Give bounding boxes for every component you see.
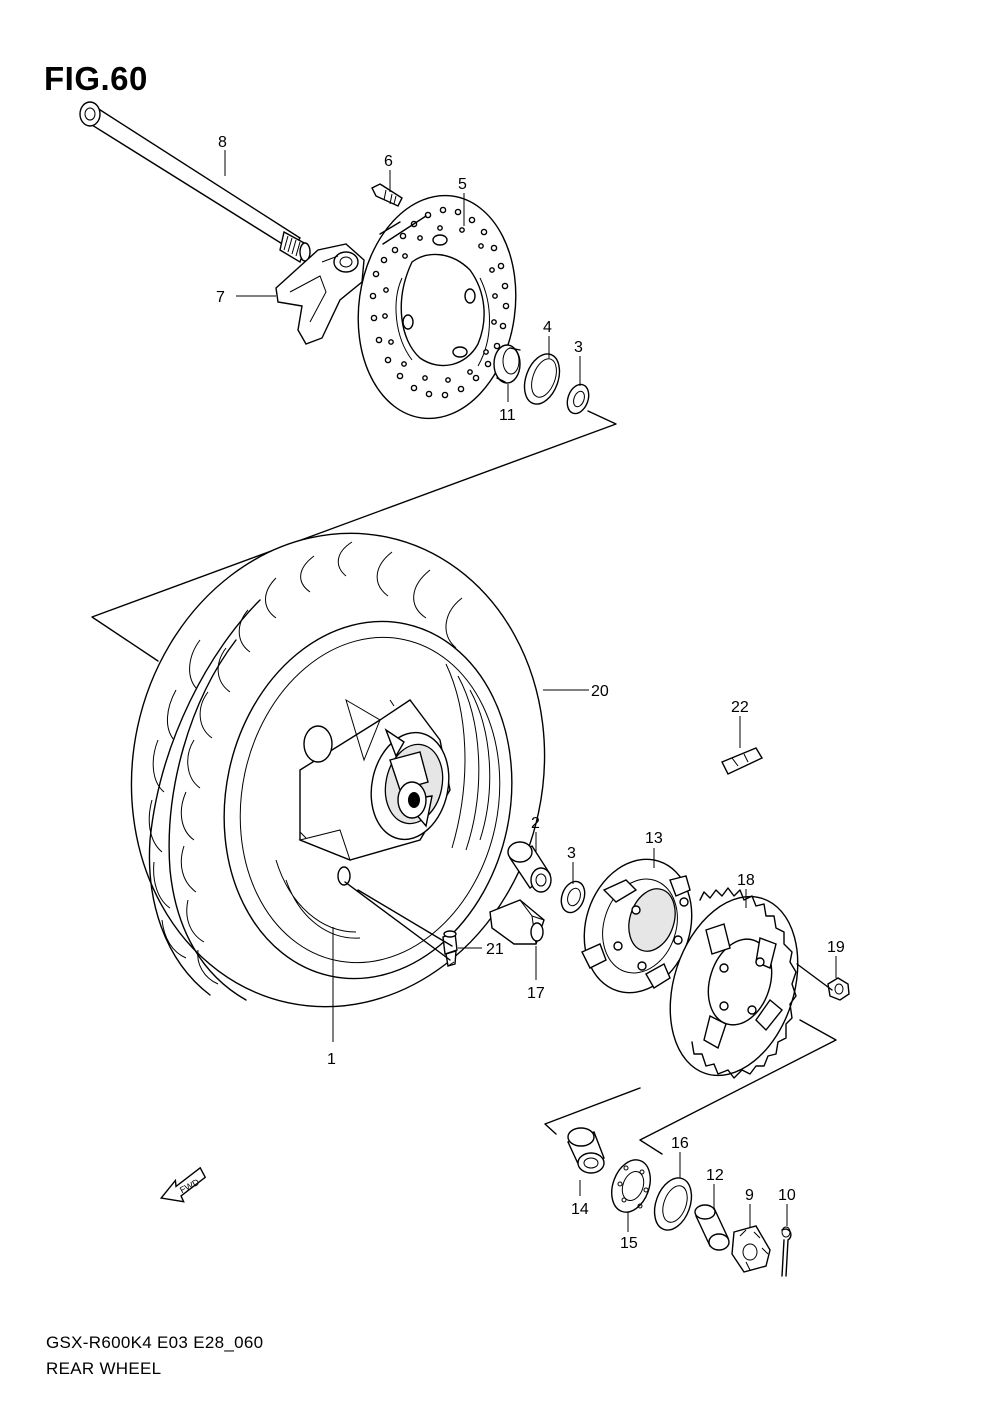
callout-17: 17 bbox=[527, 985, 545, 1002]
part-1-wheel-rim bbox=[223, 620, 513, 980]
callout-22: 22 bbox=[731, 699, 749, 716]
part-3-bearing-lower bbox=[560, 880, 586, 914]
part-21-air-valve bbox=[442, 930, 458, 967]
callout-16: 16 bbox=[671, 1135, 689, 1152]
part-6-disc-bolt bbox=[371, 183, 403, 207]
part-5-brake-disc bbox=[357, 194, 517, 420]
part-9-axle-nut bbox=[731, 1225, 771, 1273]
callout-11: 11 bbox=[499, 407, 516, 424]
callout-2: 2 bbox=[531, 815, 540, 832]
callout-12: 12 bbox=[706, 1167, 724, 1184]
callout-4: 4 bbox=[543, 319, 552, 336]
part-18-rear-sprocket bbox=[669, 887, 799, 1079]
callout-3-lower: 3 bbox=[567, 845, 576, 862]
model-code: GSX-R600K4 E03 E28_060 bbox=[46, 1333, 264, 1352]
callout-10: 10 bbox=[778, 1187, 796, 1204]
callout-20: 20 bbox=[591, 683, 609, 700]
callout-3-upper: 3 bbox=[574, 339, 583, 356]
callout-9: 9 bbox=[745, 1187, 754, 1204]
part-14-spacer bbox=[567, 1127, 605, 1174]
callout-21: 21 bbox=[486, 941, 504, 958]
part-8-axle bbox=[79, 101, 311, 264]
part-4-seal bbox=[523, 353, 561, 405]
part-22-balancer-weight bbox=[721, 747, 763, 775]
leader-lines bbox=[224, 150, 837, 1232]
part-15-bearing bbox=[611, 1159, 651, 1213]
part-3-bearing-upper bbox=[566, 383, 590, 415]
callout-19: 19 bbox=[827, 939, 845, 956]
part-12-spacer bbox=[694, 1204, 730, 1251]
section-name: REAR WHEEL bbox=[46, 1359, 162, 1378]
figure-title: FIG.60 bbox=[44, 60, 148, 97]
callout-13: 13 bbox=[645, 830, 663, 847]
part-19-sprocket-nut bbox=[827, 977, 850, 1001]
callout-14: 14 bbox=[571, 1201, 589, 1218]
callout-labels: 8 6 5 7 4 3 11 20 22 2 3 13 18 19 21 17 … bbox=[216, 134, 845, 1252]
callout-6: 6 bbox=[384, 153, 393, 170]
part-2-spacer bbox=[507, 841, 552, 893]
part-10-cotter-pin bbox=[781, 1226, 792, 1277]
callout-1: 1 bbox=[327, 1051, 336, 1068]
part-17-cush-rubber bbox=[489, 899, 545, 945]
callout-15: 15 bbox=[620, 1235, 638, 1252]
fwd-direction-arrow-icon: FWD bbox=[159, 1166, 207, 1203]
callout-18: 18 bbox=[737, 872, 755, 889]
part-7-caliper-bracket bbox=[275, 243, 365, 345]
callout-5: 5 bbox=[458, 176, 467, 193]
part-13-sprocket-mounting-drum bbox=[581, 858, 693, 994]
part-11-spacer bbox=[493, 344, 521, 384]
callout-8: 8 bbox=[218, 134, 227, 151]
part-16-oil-seal bbox=[653, 1177, 693, 1231]
callout-7: 7 bbox=[216, 289, 225, 306]
